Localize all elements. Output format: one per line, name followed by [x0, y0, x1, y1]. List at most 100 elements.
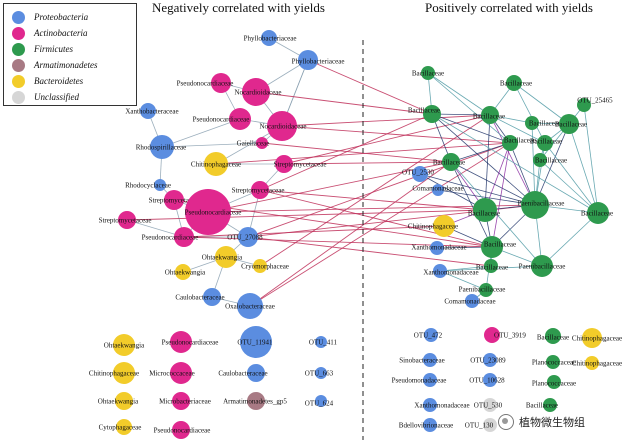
edge: [491, 142, 511, 248]
edge: [419, 173, 536, 206]
node-circle: [275, 155, 293, 173]
node-circle: [546, 355, 560, 369]
node-circle: [423, 373, 437, 387]
network-node: Cytophagaceae: [99, 419, 141, 435]
edge: [583, 104, 599, 214]
edge: [259, 189, 493, 248]
node-label: OTU_23089: [470, 357, 506, 365]
node-circle: [242, 78, 270, 106]
edge: [249, 161, 452, 307]
node-label: Comamonadaceae: [412, 185, 463, 193]
node-label: Armatimonadetes_gp5: [223, 398, 287, 406]
legend-swatch: [12, 42, 25, 56]
node-circle: [547, 375, 561, 389]
network-node: Ohtaekwangia: [202, 246, 243, 268]
network-node: Bacillaceae: [433, 153, 465, 171]
node-label: Bacillaceae: [535, 157, 567, 165]
heading-positive: Positively correlated with yields: [425, 0, 593, 15]
node-circle: [247, 392, 265, 410]
network-node: Bacillaceae: [530, 135, 562, 151]
node-circle: [172, 421, 190, 439]
network-node: Micrococcaceae: [149, 362, 195, 384]
node-circle: [433, 264, 447, 278]
network-node: OTU_2530: [402, 166, 434, 182]
edge: [261, 142, 452, 163]
node-label: Rhodocyclaceae: [125, 182, 171, 190]
network-node: Armatimonadetes_gp5: [223, 392, 287, 410]
node-label: Bacillaceae: [412, 70, 444, 78]
network-node: Streptomycetaceae: [274, 155, 326, 173]
node-circle: [170, 362, 192, 384]
node-label: Streptomycetaceae: [232, 187, 285, 195]
node-label: Bacillaceae: [526, 402, 558, 410]
node-circle: [164, 190, 184, 210]
node-circle: [215, 246, 237, 268]
edge: [541, 212, 599, 267]
network-node: OTU_25465: [577, 97, 613, 112]
edge: [215, 142, 511, 165]
network-node: Gaiellaceae: [237, 137, 269, 149]
node-circle: [172, 392, 190, 410]
node-circle: [315, 367, 327, 379]
node-circle: [421, 66, 435, 80]
node-circle: [315, 395, 327, 407]
legend-item: Proteobacteria: [12, 10, 88, 24]
node-circle: [240, 326, 272, 358]
network-node: Caulobacteraceae: [218, 364, 268, 382]
node-circle: [506, 75, 522, 91]
network-node: Sinobacteraceae: [399, 353, 445, 367]
node-label: Xanthomonadaceae: [411, 244, 466, 252]
node-circle: [150, 135, 174, 159]
network-node: Bacillaceae: [502, 135, 536, 151]
node-label: Phyllobacteriaceae: [244, 35, 297, 43]
edge: [544, 142, 599, 214]
network-node: Comamonadaceae: [444, 294, 496, 308]
node-circle: [502, 135, 518, 151]
network-node: Oxalobacteraceae: [225, 293, 275, 319]
node-label: Xanthomonadaceae: [423, 269, 478, 277]
network-node: Comamonadaceae: [412, 184, 464, 196]
network-node: Chitinophagaceae: [89, 362, 139, 384]
edge: [431, 113, 491, 116]
edge: [568, 123, 599, 214]
edge: [439, 270, 487, 291]
network-node: Nocardioidaceae: [234, 78, 282, 106]
node-label: Cryomorphaceae: [241, 263, 289, 271]
node-label: OTU_530: [474, 402, 503, 410]
heading-negative: Negatively correlated with yields: [152, 0, 325, 15]
node-circle: [412, 166, 428, 182]
legend-label: Actinobacteria: [34, 28, 88, 38]
network-node: Bacillaceae: [473, 106, 505, 124]
node-circle: [315, 336, 327, 348]
legend-swatch: [12, 58, 25, 72]
node-label: Paenibacillaceae: [519, 263, 566, 271]
wechat-icon: [498, 414, 514, 430]
node-label: Pseudonocardiaceae: [162, 339, 219, 347]
edge: [450, 142, 511, 163]
network-node: Pseudonocardiaceae: [162, 331, 219, 353]
node-label: Bacillaceae: [555, 121, 587, 129]
network-node: Xanthomonadaceae: [411, 241, 467, 255]
node-label: OTU_10628: [469, 377, 505, 385]
node-circle: [113, 362, 135, 384]
node-label: Paenibacillaceae: [518, 200, 565, 208]
network-node: Pseudonocardiaceae: [154, 421, 210, 439]
node-label: Ohtaekwangia: [98, 398, 139, 406]
edge: [431, 113, 511, 144]
network-node: Rhodocyclaceae: [125, 179, 171, 191]
network-node: Bacillaceae: [412, 66, 444, 80]
node-circle: [479, 283, 493, 297]
node-label: Xanthobacteraceae: [125, 108, 178, 116]
node-label: Bacillaceae: [537, 334, 569, 342]
node-circle: [483, 353, 497, 367]
node-circle: [525, 116, 539, 130]
node-circle: [423, 353, 437, 367]
node-circle: [537, 135, 553, 151]
node-label: OTU_25465: [577, 97, 613, 105]
node-circle: [483, 398, 497, 412]
edge: [489, 114, 546, 144]
network-node: OTU_624: [305, 395, 334, 408]
network-node: OTU_23089: [470, 353, 506, 367]
